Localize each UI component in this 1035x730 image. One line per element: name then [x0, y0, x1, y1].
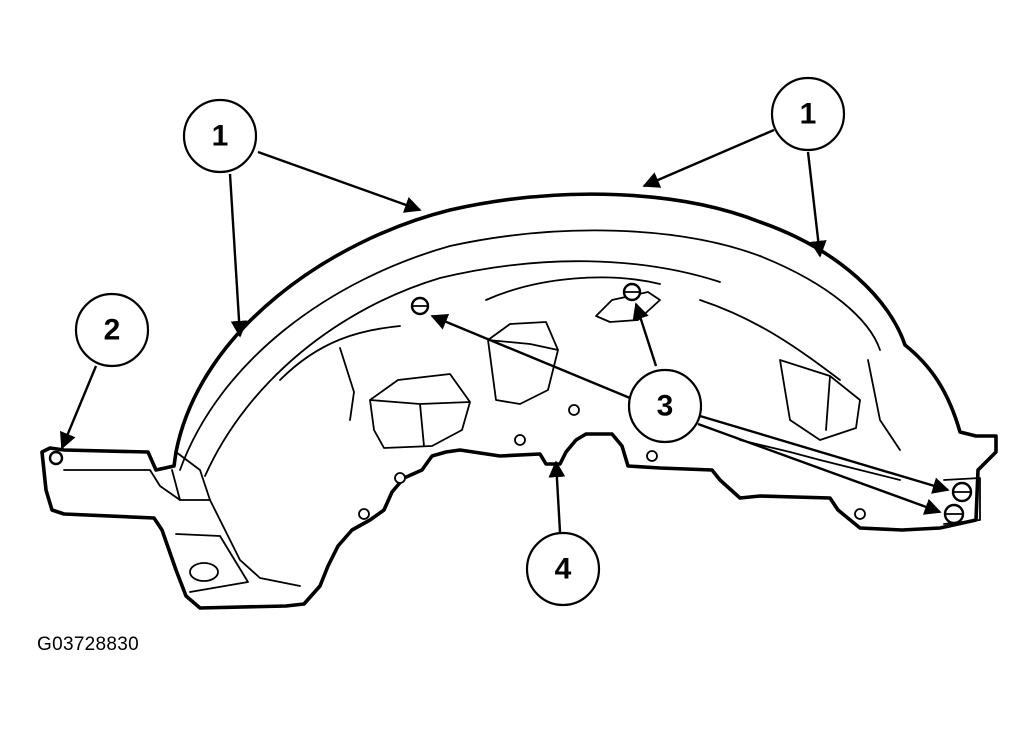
shield-outer-edge [40, 192, 998, 610]
leader-2 [60, 365, 98, 450]
shield-hole-4 [568, 404, 580, 416]
leader-lines [60, 128, 950, 533]
callout-1-right-label: 1 [800, 98, 817, 131]
leader-1r-b [806, 151, 827, 258]
shield-drain-hole [189, 562, 219, 582]
shield-inner-arch [179, 229, 881, 471]
callout-4: 4 [525, 531, 601, 607]
shield-inner-floor [209, 499, 301, 587]
shield-bottom-ledge [175, 533, 249, 593]
figure-reference-code: G03728830 [37, 634, 140, 655]
leader-1l-b [228, 173, 248, 338]
shield-rib-box-left [369, 373, 471, 449]
shield-contour-line-2 [485, 276, 901, 451]
shield-hole-1 [394, 472, 406, 484]
callout-1-left: 1 [182, 98, 258, 174]
callout-2: 2 [74, 292, 150, 368]
fastener-left-pin [48, 450, 64, 466]
callout-1-left-label: 1 [212, 120, 229, 153]
leader-3-c [699, 414, 950, 494]
callout-3: 3 [627, 368, 703, 444]
shield-hole-2 [358, 508, 370, 520]
splash-shield-part [40, 192, 998, 610]
callout-4-label: 4 [555, 553, 572, 586]
leader-1l-a [257, 150, 422, 213]
shield-hole-3 [514, 434, 526, 446]
shield-rib-box-center [487, 321, 559, 405]
shield-hole-5 [646, 450, 658, 462]
shield-rib-far-right [739, 439, 901, 481]
shield-inner-arch-2 [204, 260, 721, 477]
callout-3-label: 3 [657, 390, 674, 423]
shield-rib-right [779, 359, 861, 441]
shield-hole-6 [854, 508, 866, 520]
shield-flange-left [63, 469, 181, 501]
shield-rib-bracket [595, 291, 661, 323]
leader-4 [548, 460, 566, 533]
callout-1-right: 1 [770, 76, 846, 152]
leader-3-b [632, 302, 658, 367]
leader-3-d [697, 422, 942, 515]
shield-contour-line [279, 325, 401, 421]
leader-3-a [430, 314, 631, 400]
callout-2-label: 2 [104, 314, 121, 347]
leader-1r-a [642, 128, 775, 188]
right-bracket [943, 477, 981, 525]
